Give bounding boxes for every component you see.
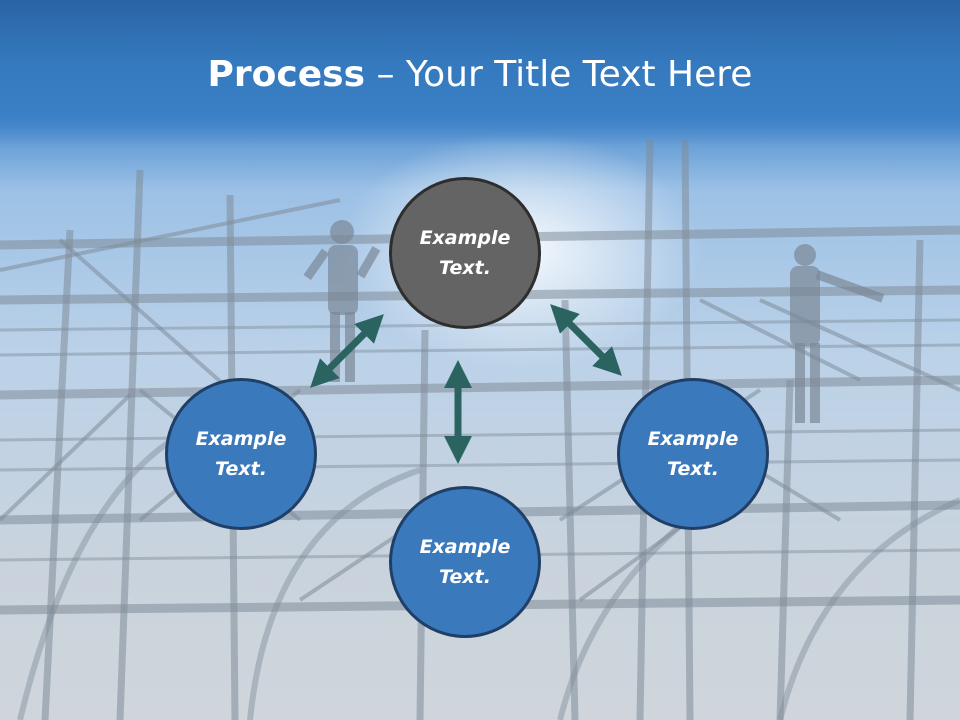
title-band	[0, 0, 960, 145]
bottom-node-text: Example Text.	[419, 536, 511, 588]
title-rest: – Your Title Text Here	[365, 54, 753, 95]
left-node: Example Text.	[165, 378, 317, 530]
center-node-text: Example Text.	[419, 227, 511, 279]
arrow-center-right	[550, 304, 622, 376]
bottom-node: Example Text.	[389, 486, 541, 638]
right-node-text: Example Text.	[647, 428, 739, 480]
title-bold: Process	[207, 54, 366, 95]
left-node-text: Example Text.	[195, 428, 287, 480]
slide-title: Process – Your Title Text Here	[0, 52, 960, 98]
arrow-center-left	[310, 314, 384, 388]
center-node: Example Text.	[389, 177, 541, 329]
right-node: Example Text.	[617, 378, 769, 530]
